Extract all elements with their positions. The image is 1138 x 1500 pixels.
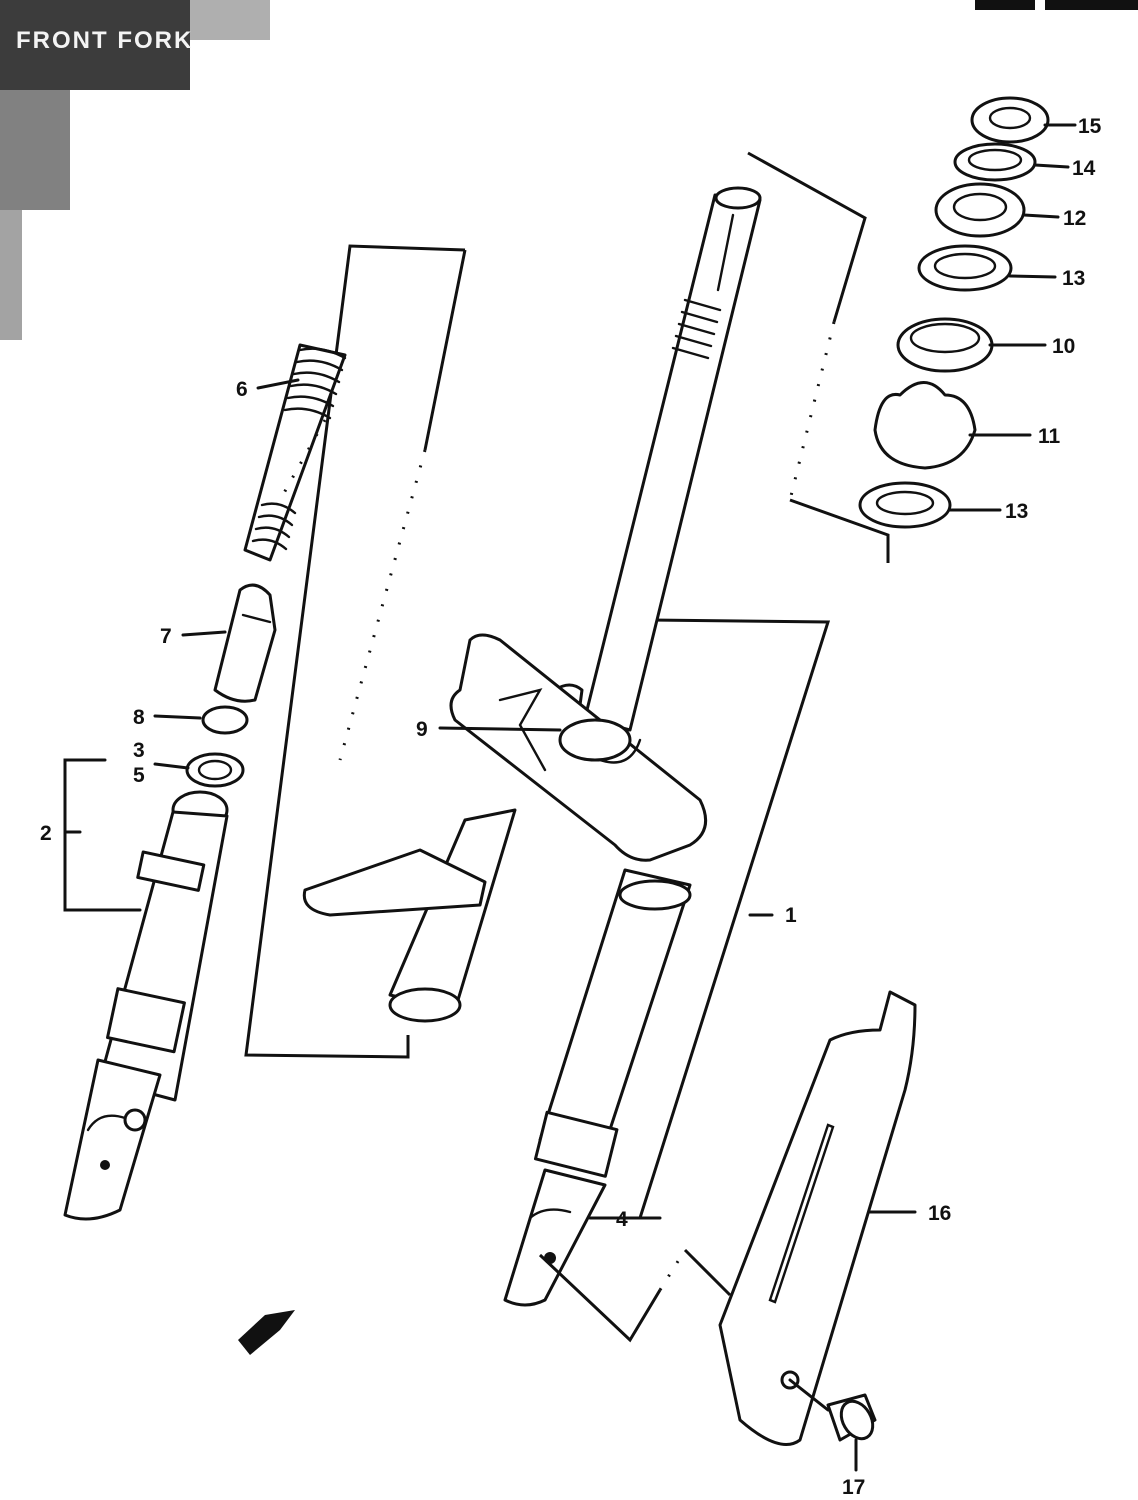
upper-race bbox=[934, 182, 1026, 238]
callout-11: 11 bbox=[1038, 425, 1061, 448]
fork-cover bbox=[718, 990, 917, 1446]
callout-2: 2 bbox=[40, 822, 52, 845]
callout-6: 6 bbox=[236, 378, 248, 401]
o-ring bbox=[201, 705, 249, 735]
scan-noise bbox=[0, 0, 1138, 340]
diagram-title: FRONT FORK bbox=[16, 27, 193, 54]
lower-bearing bbox=[858, 481, 952, 529]
fork-brace bbox=[302, 848, 487, 917]
callout-13-upper: 13 bbox=[1062, 267, 1085, 290]
callout-8: 8 bbox=[133, 706, 145, 729]
top-nut bbox=[970, 96, 1050, 144]
callout-3: 3 bbox=[133, 739, 145, 762]
circlip bbox=[185, 752, 245, 788]
lower-cone bbox=[873, 381, 977, 470]
callout-10: 10 bbox=[1052, 335, 1075, 358]
fork-spring bbox=[243, 343, 347, 562]
callout-9: 9 bbox=[416, 718, 428, 741]
group-frame-steering bbox=[747, 151, 867, 323]
callout-15: 15 bbox=[1078, 115, 1102, 138]
inner-fork-tube bbox=[63, 790, 229, 1221]
upper-bearing bbox=[917, 244, 1013, 292]
callout-labels: 1 2 3 4 5 6 7 8 9 10 11 12 13 13 14 15 1… bbox=[40, 115, 1102, 1499]
callout-1: 1 bbox=[785, 904, 797, 927]
callout-13-lower: 13 bbox=[1005, 500, 1028, 523]
upper-cone bbox=[896, 317, 994, 373]
group-frame-fork bbox=[600, 618, 831, 1220]
direction-arrow bbox=[238, 1310, 295, 1355]
leader-lines bbox=[63, 123, 1077, 1472]
steering-stem bbox=[583, 186, 762, 732]
callout-12: 12 bbox=[1063, 207, 1086, 230]
callout-17: 17 bbox=[842, 1476, 865, 1499]
cover-screw bbox=[826, 1393, 877, 1442]
group-frame-inner-parts bbox=[244, 244, 466, 1059]
callout-4: 4 bbox=[616, 1208, 628, 1231]
group-frame-right-edge bbox=[423, 249, 467, 451]
callout-14: 14 bbox=[1072, 157, 1096, 180]
callout-16: 16 bbox=[928, 1202, 951, 1225]
callout-5: 5 bbox=[133, 764, 145, 787]
washer bbox=[953, 142, 1037, 182]
callout-7: 7 bbox=[160, 625, 172, 648]
damper-rod-piece bbox=[213, 583, 277, 703]
